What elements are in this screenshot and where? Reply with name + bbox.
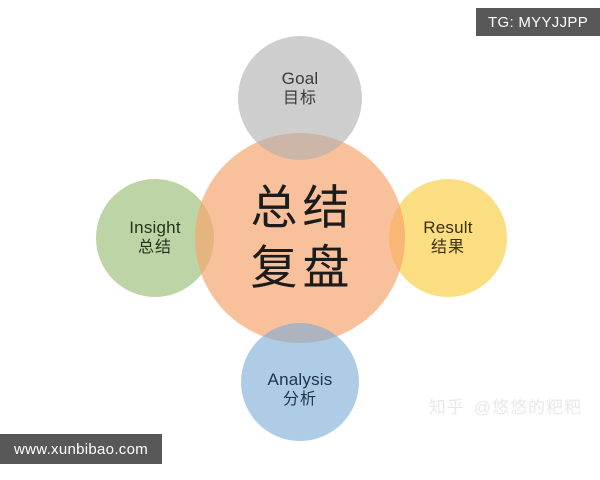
node-insight[interactable]: Insight 总结: [96, 179, 214, 297]
zhihu-brand: 知乎: [428, 398, 465, 417]
zhihu-watermark: 知乎 @悠悠的粑粑: [429, 393, 582, 418]
node-goal-label-cn: 目标: [282, 90, 317, 108]
node-center-line2: 复盘: [250, 241, 355, 294]
telegram-badge: TG: MYYJJPP: [476, 8, 600, 36]
node-result-label-cn: 结果: [430, 239, 465, 257]
site-badge: www.xunbibao.com: [0, 434, 163, 464]
node-analysis-label-en: Analysis: [267, 370, 333, 390]
node-insight-label-en: Insight: [129, 218, 181, 238]
node-result-label-en: Result: [423, 218, 473, 238]
node-center-line1: 总结: [250, 180, 355, 234]
node-goal[interactable]: Goal 目标: [238, 36, 362, 160]
node-analysis[interactable]: Analysis 分析: [241, 323, 359, 441]
zhihu-handle: @悠悠的粑粑: [473, 398, 582, 417]
node-goal-label-en: Goal: [281, 69, 319, 89]
node-insight-label-cn: 总结: [137, 239, 172, 257]
node-analysis-label-cn: 分析: [282, 391, 317, 409]
node-center[interactable]: 总结 复盘: [195, 133, 405, 343]
node-result[interactable]: Result 结果: [389, 179, 507, 297]
